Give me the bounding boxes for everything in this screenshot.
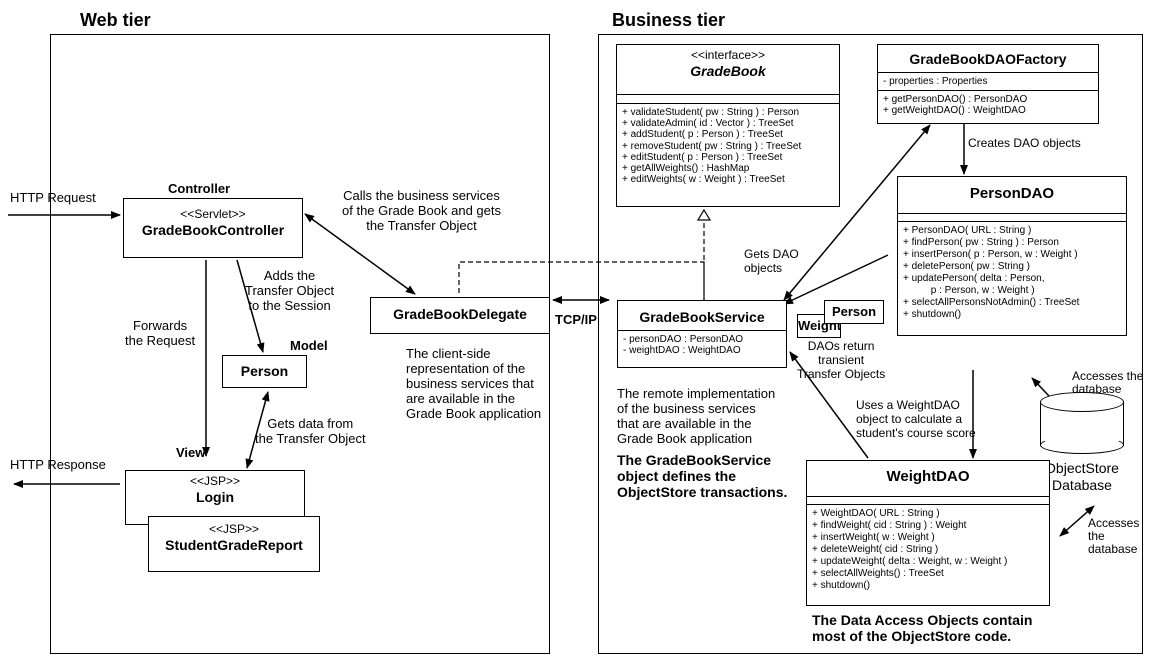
controller-name: GradeBookController bbox=[141, 222, 285, 238]
method-row: + getAllWeights() : HashMap bbox=[622, 163, 750, 175]
dao-bold-note: The Data Access Objects contain most of … bbox=[812, 612, 1033, 644]
factory-name: GradeBookDAOFactory bbox=[909, 51, 1067, 67]
service-name: GradeBookService bbox=[639, 309, 765, 325]
persondao-methods: + PersonDAO( URL : String ) + findPerson… bbox=[898, 221, 1126, 324]
login-stereotype: <<JSP>> bbox=[189, 474, 241, 488]
method-row: + WeightDAO( URL : String ) bbox=[812, 508, 940, 519]
method-row: + shutdown() bbox=[812, 580, 871, 591]
gradebook-interface-box[interactable]: <<interface>> GradeBook + validateStuden… bbox=[616, 44, 840, 207]
method-row: + editStudent( p : Person ) : TreeSet bbox=[622, 151, 783, 163]
method-row: + PersonDAO( URL : String ) bbox=[903, 225, 1032, 236]
method-row: + validateAdmin( id : Vector ) : TreeSet bbox=[622, 118, 794, 130]
transfer-person-box: Person bbox=[824, 300, 884, 324]
delegate-dashed-line bbox=[458, 261, 705, 300]
service-bold-note: The GradeBookService object defines the … bbox=[617, 452, 788, 500]
forwards-note: Forwards the Request bbox=[125, 318, 196, 348]
transfer-weight-box: Weight bbox=[797, 314, 841, 338]
factory-attributes: - properties : Properties bbox=[878, 72, 1098, 90]
factory-box[interactable]: GradeBookDAOFactory - properties : Prope… bbox=[877, 44, 1099, 124]
method-row: + insertWeight( w : Weight ) bbox=[812, 532, 935, 543]
method-row: + insertPerson( p : Person, w : Weight ) bbox=[903, 249, 1078, 260]
gets-dao-note: Gets DAO objects bbox=[744, 247, 799, 275]
weightdao-service-arrow bbox=[789, 351, 869, 459]
adds-arrow bbox=[236, 259, 265, 353]
persondao-box[interactable]: PersonDAO + PersonDAO( URL : String ) + … bbox=[897, 176, 1127, 336]
service-note: The remote implementation of the busines… bbox=[617, 386, 776, 446]
delegate-note: The client-side representation of the bu… bbox=[406, 346, 542, 421]
gradebook-name: GradeBook bbox=[690, 63, 766, 79]
tcp-ip-label: TCP/IP bbox=[555, 312, 597, 327]
gradebook-methods: + validateStudent( pw : String ) : Perso… bbox=[617, 103, 839, 188]
service-persondao-arrow bbox=[783, 254, 889, 305]
http-response-label: HTTP Response bbox=[10, 457, 106, 472]
calls-note: Calls the business services of the Grade… bbox=[342, 188, 501, 233]
method-row: + addStudent( p : Person ) : TreeSet bbox=[622, 129, 783, 141]
gradebook-stereotype: <<interface>> bbox=[690, 48, 766, 62]
creates-note: Creates DAO objects bbox=[968, 136, 1081, 150]
web-tier-title: Web tier bbox=[80, 10, 151, 30]
weightdao-methods: + WeightDAO( URL : String ) + findWeight… bbox=[807, 504, 1049, 595]
service-factory-arrow bbox=[783, 124, 931, 301]
method-row: + deleteWeight( cid : String ) bbox=[812, 544, 939, 555]
report-jsp-box[interactable]: <<JSP>> StudentGradeReport bbox=[148, 516, 320, 572]
model-label: Model bbox=[290, 338, 328, 353]
calls-arrow bbox=[304, 213, 416, 295]
factory-methods: + getPersonDAO() : PersonDAO + getWeight… bbox=[878, 90, 1098, 119]
delegate-box[interactable]: GradeBookDelegate bbox=[370, 297, 550, 334]
model-person-name: Person bbox=[240, 363, 289, 379]
method-row: + shutdown() bbox=[903, 309, 962, 320]
database-label: ObjectStore Database bbox=[1045, 460, 1119, 493]
login-name: Login bbox=[195, 489, 235, 505]
business-tier-title: Business tier bbox=[612, 10, 726, 30]
report-stereotype: <<JSP>> bbox=[208, 522, 260, 536]
method-row: + selectAllWeights() : TreeSet bbox=[812, 568, 944, 579]
service-attributes: - personDAO : PersonDAO - weightDAO : We… bbox=[618, 330, 786, 359]
method-row: + deletePerson( pw : String ) bbox=[903, 261, 1031, 272]
method-row: p : Person, w : Weight ) bbox=[903, 285, 1035, 296]
view-label: View bbox=[176, 445, 206, 460]
model-person-box[interactable]: Person bbox=[222, 355, 307, 388]
method-row: + editWeights( w : Weight ) : TreeSet bbox=[622, 174, 785, 186]
controller-box[interactable]: <<Servlet>> GradeBookController bbox=[123, 198, 303, 258]
persondao-name: PersonDAO bbox=[969, 185, 1055, 202]
gets-data-note: Gets data from the Transfer Object bbox=[255, 416, 366, 446]
transfer-note: DAOs return transient Transfer Objects bbox=[797, 339, 886, 381]
adds-note: Adds the Transfer Object to the Session bbox=[245, 268, 335, 313]
controller-stereotype: <<Servlet>> bbox=[180, 207, 246, 221]
login-jsp-box[interactable]: <<JSP>> Login bbox=[125, 470, 305, 525]
weightdao-name: WeightDAO bbox=[886, 468, 970, 485]
controller-label: Controller bbox=[168, 181, 231, 196]
gets-data-arrow bbox=[245, 391, 270, 469]
uses-weight-note: Uses a WeightDAO object to calculate a s… bbox=[856, 398, 976, 440]
weightdao-box[interactable]: WeightDAO + WeightDAO( URL : String ) + … bbox=[806, 460, 1050, 606]
service-box[interactable]: GradeBookService - personDAO : PersonDAO… bbox=[617, 300, 787, 368]
accesses-db-note-2: Accesses the database bbox=[1088, 516, 1140, 556]
method-row: + updateWeight( delta : Weight, w : Weig… bbox=[812, 556, 1008, 567]
weightdao-db-arrow bbox=[1059, 505, 1095, 537]
report-name: StudentGradeReport bbox=[165, 537, 303, 553]
method-row: + selectAllPersonsNotAdmin() : TreeSet bbox=[903, 297, 1080, 308]
method-row: + updatePerson( delta : Person, bbox=[903, 273, 1045, 284]
method-row: + findWeight( cid : String ) : Weight bbox=[812, 520, 967, 531]
method-row: + removeStudent( pw : String ) : TreeSet bbox=[622, 140, 802, 152]
method-row: + findPerson( pw : String ) : Person bbox=[903, 237, 1059, 248]
delegate-name: GradeBookDelegate bbox=[393, 306, 527, 322]
http-request-label: HTTP Request bbox=[10, 190, 96, 205]
method-row: + validateStudent( pw : String ) : Perso… bbox=[622, 107, 800, 118]
database-cylinder bbox=[1040, 392, 1124, 454]
